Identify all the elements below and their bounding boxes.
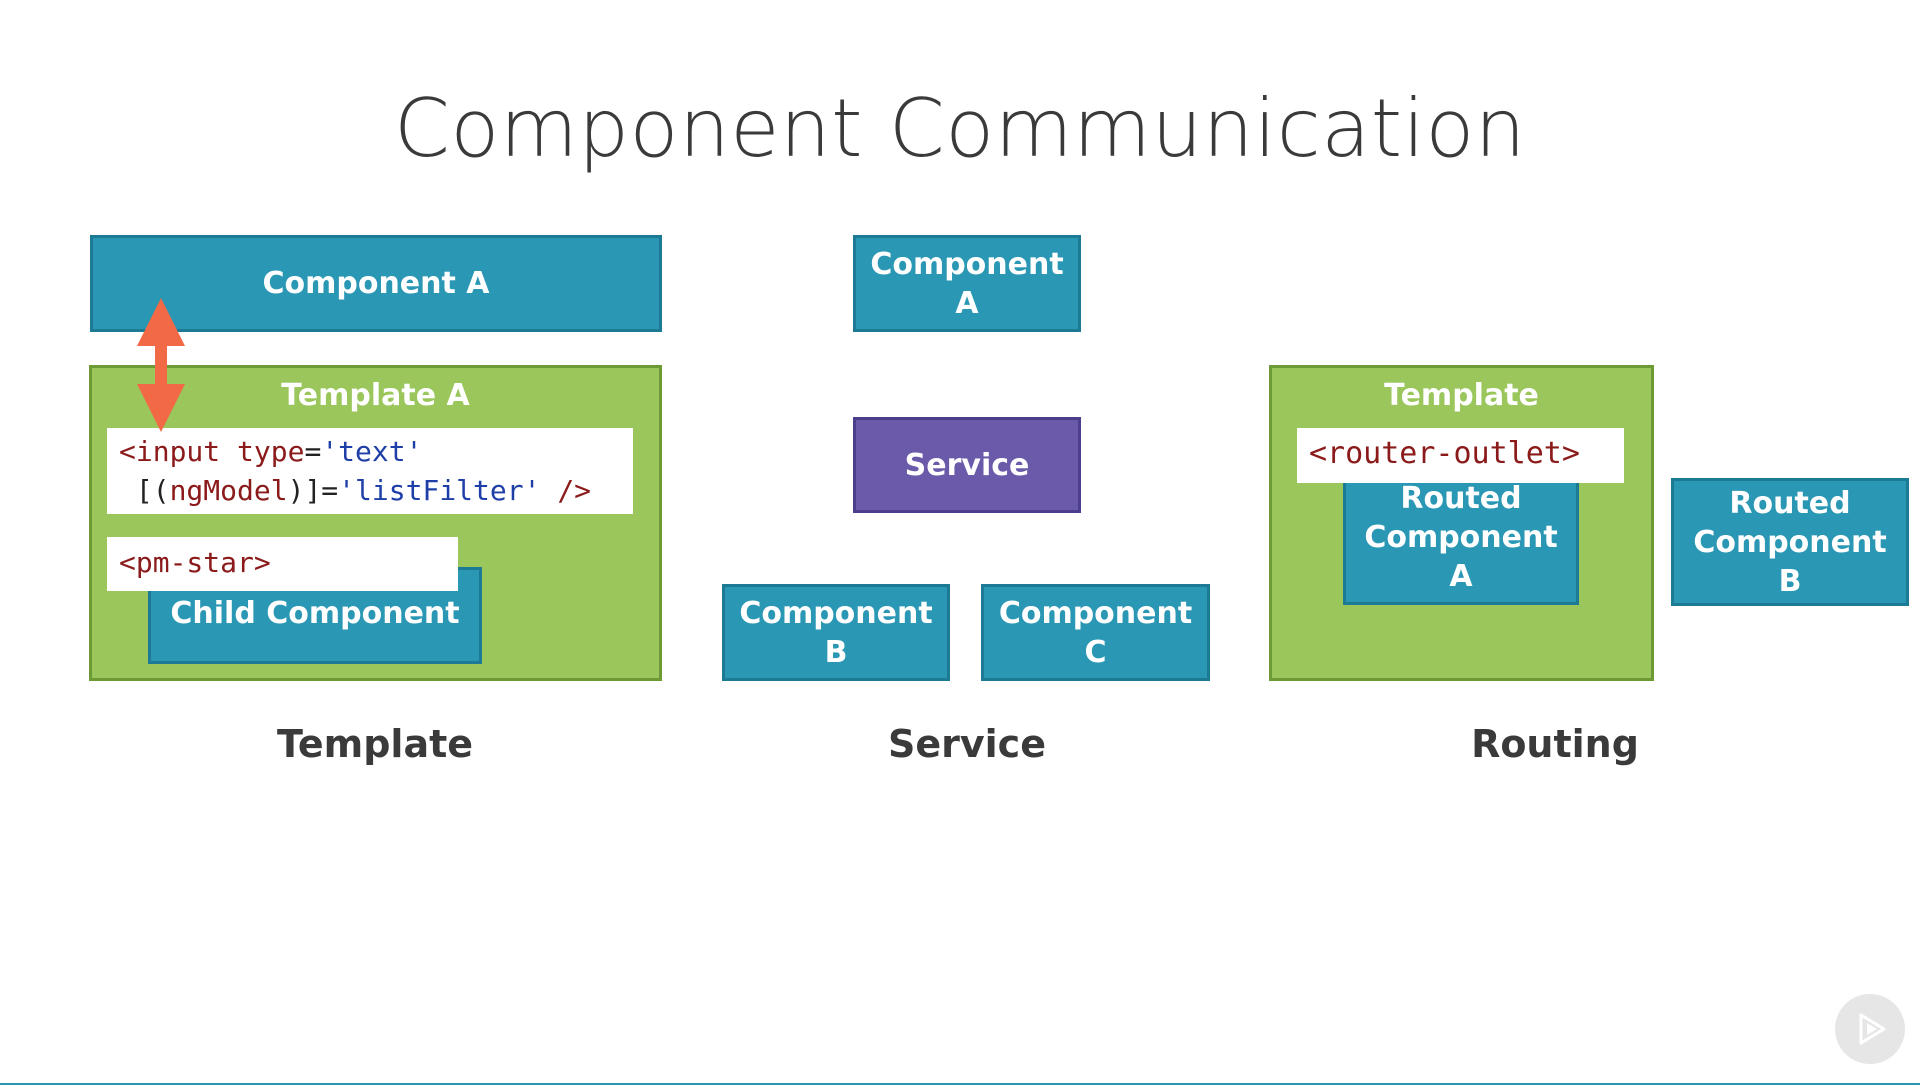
component-a-box: Component A <box>90 235 662 332</box>
pm-star-snippet: <pm-star> <box>107 537 458 591</box>
service-caption: Service <box>888 722 1046 766</box>
component-c-box: Component C <box>981 584 1210 681</box>
code-line-2: [(ngModel)]='listFilter' /> <box>119 474 592 507</box>
input-code-snippet: <input type='text' [(ngModel)]='listFilt… <box>107 428 633 514</box>
component-b-box: Component B <box>722 584 950 681</box>
routing-template-label: Template <box>1384 378 1539 413</box>
service-component-a-label: Component A <box>870 246 1064 321</box>
service-component-a-box: Component A <box>853 235 1081 332</box>
template-caption: Template <box>276 722 474 766</box>
play-button[interactable] <box>1835 994 1905 1064</box>
component-b-label: Component B <box>739 595 933 670</box>
routed-component-a-label: Routed Component A <box>1364 481 1558 594</box>
template-a-label: Template A <box>281 378 470 413</box>
play-icon <box>1859 1013 1886 1045</box>
child-component-label: Child Component <box>170 596 460 631</box>
component-a-label: Component A <box>262 266 490 301</box>
service-label: Service <box>904 447 1030 483</box>
routed-component-b-box: Routed Component B <box>1671 478 1909 606</box>
page-title: Component Communication <box>394 82 1526 175</box>
routed-component-a-box: Routed Component A <box>1343 470 1579 605</box>
service-box: Service <box>853 417 1081 513</box>
router-outlet-snippet: <router-outlet> <box>1297 428 1624 483</box>
two-way-arrow-icon <box>137 298 185 432</box>
routed-component-b-label: Routed Component B <box>1693 485 1887 599</box>
code-line-1: <input type='text' <box>119 435 423 468</box>
routing-caption: Routing <box>1471 722 1639 766</box>
component-c-label: Component C <box>998 595 1193 670</box>
